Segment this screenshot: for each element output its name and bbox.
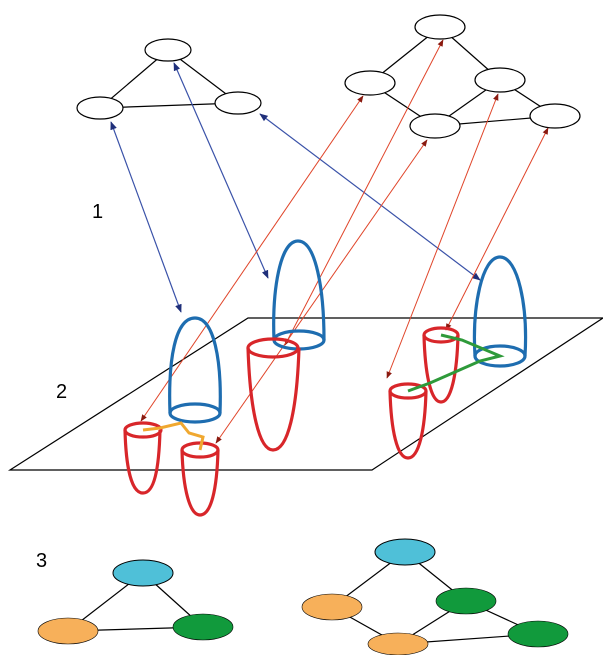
double-arrow bbox=[110, 121, 182, 313]
step-label-2: 2 bbox=[56, 381, 67, 403]
orange-path bbox=[142, 421, 205, 451]
graph-node bbox=[144, 38, 192, 62]
base-plane bbox=[7, 317, 603, 471]
graph-node bbox=[474, 67, 526, 93]
graph-node-cyan bbox=[112, 559, 174, 587]
red-cup bbox=[180, 449, 220, 517]
red-correspondence-arrows bbox=[140, 39, 549, 444]
graph-node-orange bbox=[301, 593, 363, 621]
colored-network-left bbox=[37, 559, 234, 645]
step-label-1: 1 bbox=[92, 201, 103, 223]
graph-node bbox=[529, 103, 581, 129]
network-left bbox=[76, 38, 262, 120]
graph-node bbox=[76, 96, 124, 120]
red-cup bbox=[246, 347, 301, 452]
blue-cup-rim bbox=[473, 344, 527, 368]
graph-node-green bbox=[172, 613, 234, 641]
blue-cup bbox=[272, 239, 326, 341]
red-cup-rim bbox=[422, 326, 460, 344]
graph-node-cyan bbox=[374, 538, 436, 566]
colored-network-right bbox=[301, 538, 569, 655]
graph-node bbox=[409, 113, 461, 139]
red-cup-rim bbox=[123, 421, 163, 439]
blue-cup bbox=[168, 316, 222, 414]
red-cup-rim bbox=[180, 441, 220, 459]
step-label-3: 3 bbox=[36, 550, 47, 572]
network-right bbox=[344, 14, 581, 139]
graph-node-green bbox=[507, 620, 569, 648]
graph-node-orange bbox=[37, 617, 99, 645]
blue-cup bbox=[472, 255, 528, 357]
graph-node-green bbox=[435, 587, 497, 615]
red-cup bbox=[388, 390, 428, 460]
green-path bbox=[407, 333, 505, 393]
blue-cup-rim bbox=[168, 402, 222, 424]
graph-node bbox=[414, 14, 466, 40]
red-cup bbox=[123, 429, 162, 495]
red-cups bbox=[123, 326, 460, 517]
graph-node-orange bbox=[367, 632, 429, 655]
blue-cups bbox=[168, 239, 528, 424]
double-arrow bbox=[445, 127, 549, 331]
graph-node bbox=[214, 91, 262, 115]
blue-correspondence-arrows bbox=[110, 62, 481, 313]
graph-node bbox=[344, 70, 396, 96]
red-cup bbox=[422, 334, 460, 404]
red-cup-rim bbox=[246, 337, 300, 359]
double-arrow bbox=[259, 113, 481, 281]
red-cup-rim bbox=[388, 382, 428, 400]
